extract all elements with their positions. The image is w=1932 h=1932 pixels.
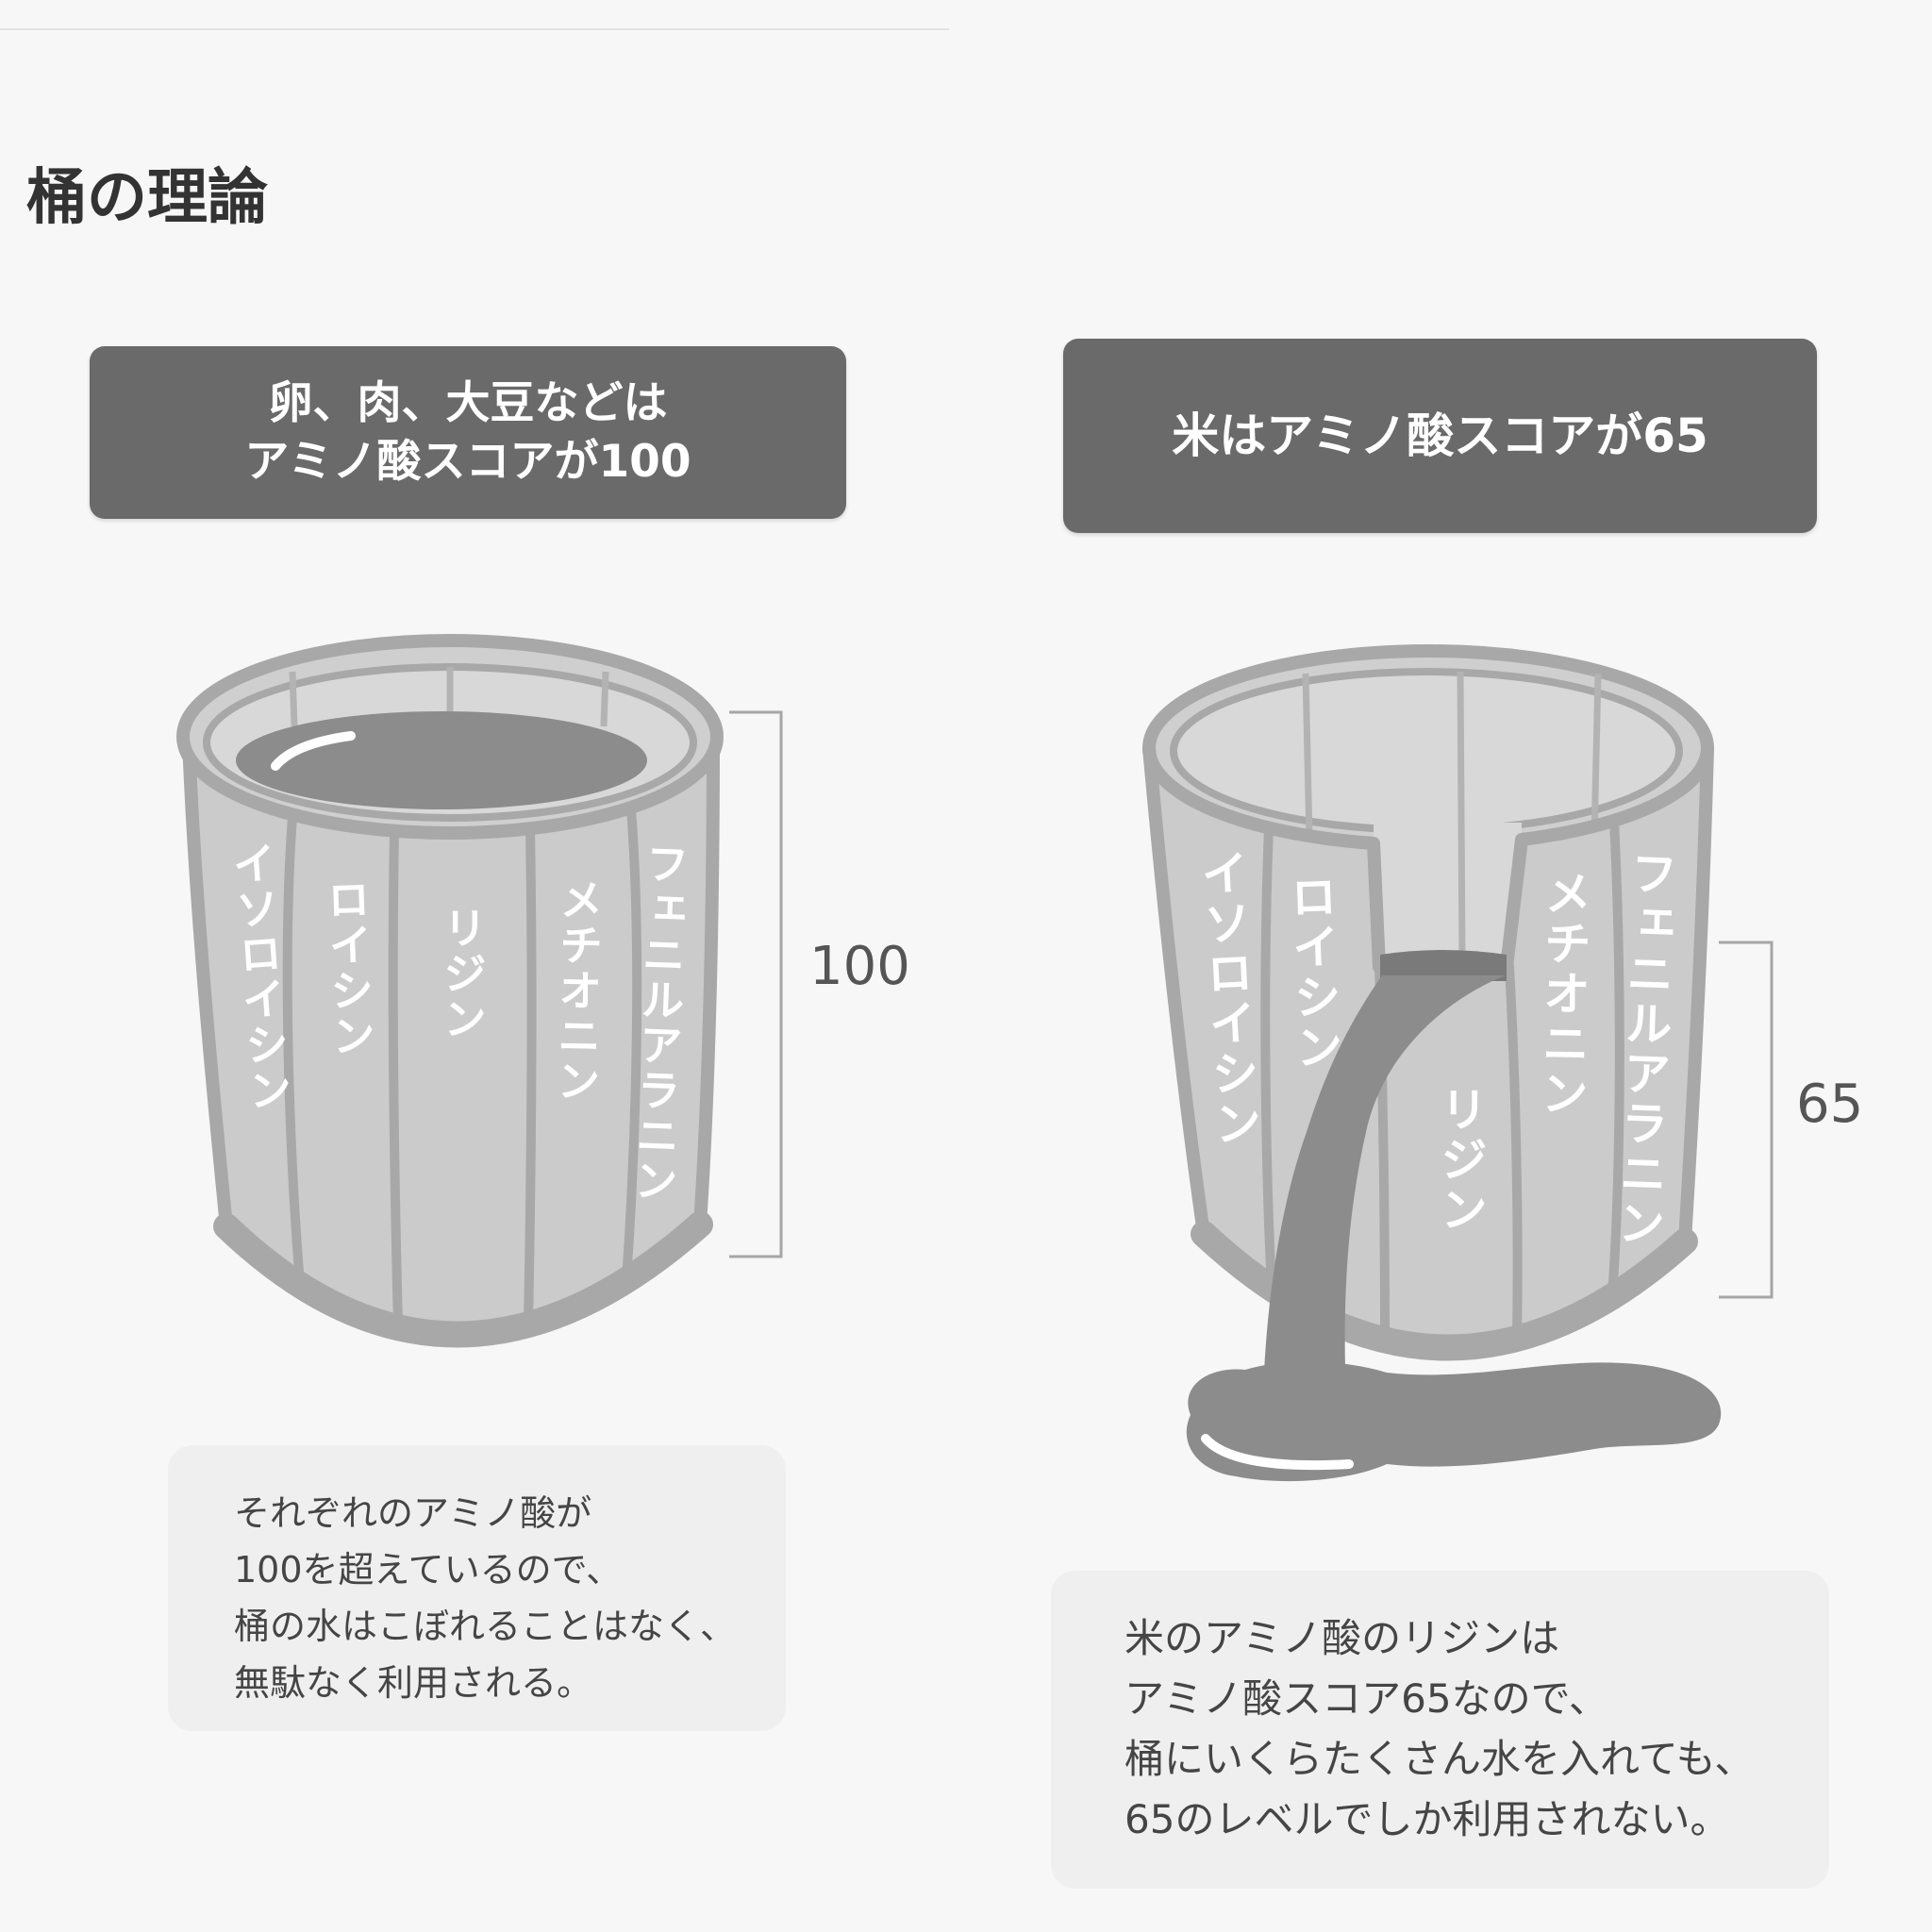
right-note-line-4: 65のレベルでしか利用されない。 — [1124, 1796, 1730, 1842]
left-header-line-2: アミノ酸スコアが100 — [244, 435, 691, 488]
right-divider-3 — [1505, 962, 1523, 1341]
left-header-box: 卵、肉、大豆などは アミノ酸スコアが100 — [90, 346, 846, 519]
right-note-line-1: 米のアミノ酸のリジンは — [1124, 1615, 1560, 1661]
left-barrel-stave-dividers — [282, 805, 642, 1331]
right-back-divider-2 — [1457, 671, 1466, 958]
right-note-box: 米のアミノ酸のリジンは アミノ酸スコア65なので、 桶にいくらたくさん水を入れて… — [1051, 1571, 1829, 1889]
left-note-line-3: 桶の水はこぼれることはなく、 — [234, 1606, 737, 1647]
left-level-label: 100 — [809, 936, 910, 997]
top-divider-line — [0, 28, 949, 30]
right-stave-label-phenylalanine: フェニルアラニン — [1609, 847, 1678, 1250]
left-note-line-2: 100を超えているので、 — [234, 1549, 623, 1591]
left-divider-1 — [282, 812, 305, 1290]
left-note-line-4: 無駄なく利用される。 — [234, 1662, 593, 1704]
left-note-line-1: それぞれのアミノ酸が — [234, 1492, 592, 1534]
right-note-line-2: アミノ酸スコア65なので、 — [1124, 1675, 1608, 1722]
left-divider-2 — [388, 827, 403, 1331]
right-barrel — [1142, 644, 1722, 1482]
left-barrel-back-dividers — [289, 667, 609, 727]
right-barrel-water-level — [1380, 950, 1507, 981]
right-stave-label-lysine: リジン — [1433, 1085, 1488, 1235]
left-back-divider-1 — [289, 671, 298, 727]
left-divider-3 — [524, 824, 537, 1328]
left-divider-4 — [622, 805, 642, 1285]
right-back-divider-3 — [1591, 673, 1602, 841]
right-barrel-back-dividers — [1302, 671, 1602, 958]
left-stave-label-lysine: リジン — [437, 906, 488, 1041]
right-barrel-puddle-highlight — [1201, 1434, 1354, 1471]
page-title: 桶の理論 — [26, 163, 268, 233]
right-level-label: 65 — [1796, 1074, 1864, 1135]
left-back-divider-3 — [600, 671, 609, 727]
right-stave-label-methionine: メチオニン — [1533, 868, 1592, 1120]
right-barrel-inner-wall — [1170, 668, 1683, 834]
right-note-line-3: 桶にいくらたくさん水を入れても、 — [1124, 1736, 1755, 1782]
left-barrel — [176, 634, 724, 1348]
left-stave-label-methionine: メチオニン — [549, 876, 605, 1105]
right-header-box: 米はアミノ酸スコアが65 — [1063, 339, 1817, 533]
right-stave-label-leucine: ロイシン — [1282, 871, 1344, 1074]
left-stave-label-phenylalanine: フェニルアラニン — [626, 841, 691, 1205]
right-level-bracket — [1719, 941, 1774, 1299]
right-back-divider-1 — [1302, 673, 1313, 841]
left-barrel-water-highlight — [271, 731, 356, 771]
left-level-bracket — [729, 710, 783, 1258]
right-divider-4 — [1607, 816, 1624, 1301]
right-barrel-notch-back-wall — [1374, 823, 1522, 974]
right-barrel-water-spout — [1264, 975, 1506, 1372]
left-stave-label-leucine: ロイシン — [320, 876, 377, 1059]
right-divider-1 — [1260, 824, 1276, 1292]
left-barrel-water — [236, 711, 647, 809]
left-header-line-1: 卵、肉、大豆などは — [268, 377, 668, 430]
right-header-line-1: 米はアミノ酸スコアが65 — [1172, 408, 1708, 463]
right-barrel-puddle — [1186, 1361, 1722, 1482]
left-note-box: それぞれのアミノ酸が 100を超えているので、 桶の水はこぼれることはなく、 無… — [168, 1445, 786, 1731]
